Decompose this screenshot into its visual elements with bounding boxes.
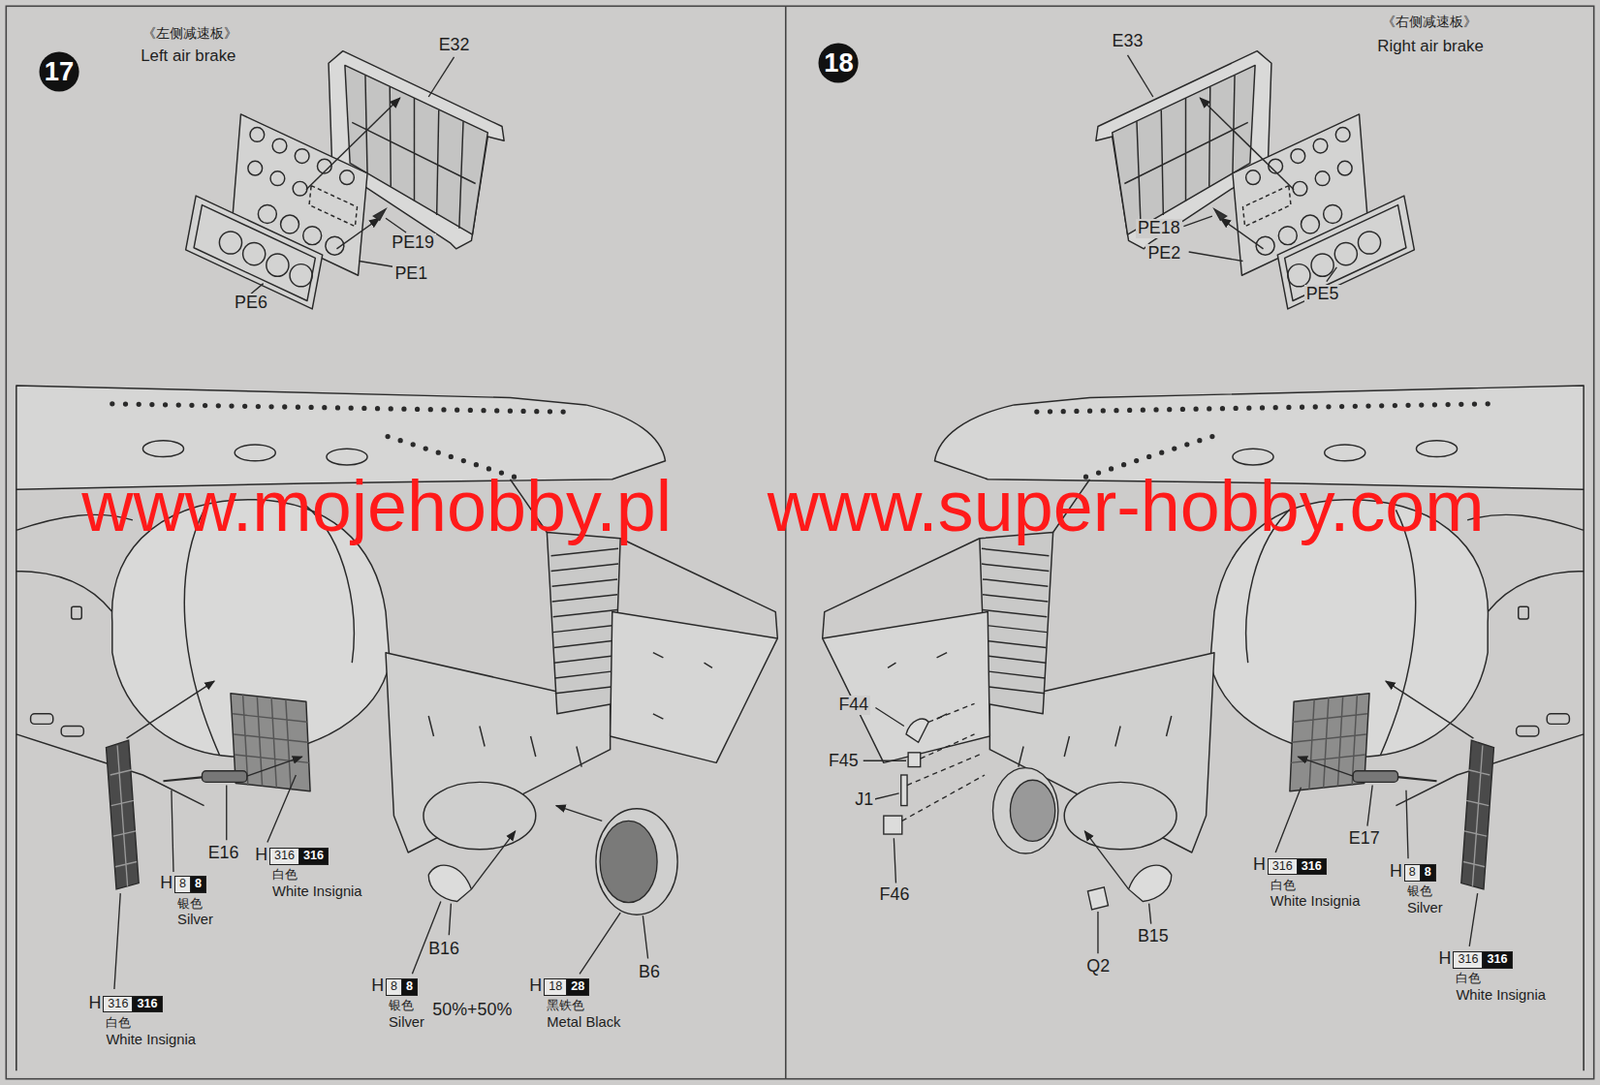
part-number: B15 bbox=[1135, 927, 1171, 947]
part-number: PE6 bbox=[232, 293, 270, 314]
paint-code: 316 bbox=[1481, 951, 1512, 970]
color-name-zh: 白色 bbox=[1453, 972, 1483, 986]
color-name: White Insignia bbox=[1268, 893, 1363, 910]
paint-code: 316 bbox=[1296, 858, 1327, 877]
part-number: E17 bbox=[1347, 829, 1382, 849]
color-name-zh: 黑铁色 bbox=[544, 999, 587, 1013]
color-name: White Insignia bbox=[1453, 987, 1548, 1004]
paint-prefix: H bbox=[527, 976, 544, 997]
paint-code: 8 bbox=[401, 978, 418, 997]
part-number: Left air brake bbox=[138, 47, 238, 66]
color-name-zh: 白色 bbox=[1268, 878, 1298, 893]
step-number: 17 bbox=[38, 51, 80, 93]
step-number-text: 18 bbox=[817, 42, 859, 84]
paint-code: 316 bbox=[1267, 858, 1298, 877]
paint-code: 8 bbox=[1404, 864, 1421, 882]
paint-prefix: H bbox=[252, 846, 270, 866]
paint-code: 316 bbox=[269, 847, 300, 866]
section-title-zh: 《右侧减速板》 bbox=[1380, 14, 1479, 30]
watermark: www.mojehobby.pl bbox=[81, 470, 672, 543]
part-number: B16 bbox=[426, 940, 462, 960]
color-name-zh: 白色 bbox=[270, 868, 300, 882]
color-name-zh: 银色 bbox=[175, 897, 205, 911]
paint-code: 8 bbox=[174, 876, 191, 894]
watermark: www.super-hobby.com bbox=[767, 470, 1485, 543]
paint-code: 8 bbox=[1419, 864, 1437, 882]
part-number: PE5 bbox=[1304, 284, 1342, 305]
paint-prefix: H bbox=[1387, 862, 1405, 882]
color-name: White Insignia bbox=[270, 883, 365, 900]
part-number: F45 bbox=[826, 752, 861, 772]
color-name: Silver bbox=[175, 911, 216, 928]
paint-prefix: H bbox=[1437, 949, 1454, 970]
part-number: J1 bbox=[852, 790, 876, 811]
paint-prefix: H bbox=[86, 994, 103, 1014]
part-number: PE1 bbox=[392, 264, 430, 284]
part-number: E32 bbox=[437, 35, 472, 56]
part-number: PE2 bbox=[1145, 244, 1183, 264]
paint-code: 8 bbox=[385, 978, 403, 997]
paint-code: 28 bbox=[565, 978, 590, 997]
color-name-zh: 银色 bbox=[386, 999, 416, 1013]
color-name: Silver bbox=[386, 1014, 427, 1031]
part-number: Q2 bbox=[1084, 957, 1112, 977]
paint-code: 316 bbox=[1452, 951, 1483, 970]
paint-prefix: H bbox=[1251, 855, 1268, 876]
part-number: E16 bbox=[206, 844, 242, 864]
paint-code: 8 bbox=[189, 876, 207, 894]
color-name-zh: 白色 bbox=[103, 1016, 133, 1031]
color-name-zh: 银色 bbox=[1405, 884, 1435, 899]
part-number: Right air brake bbox=[1375, 37, 1485, 57]
paint-prefix: H bbox=[157, 874, 175, 894]
part-number: PE19 bbox=[389, 233, 437, 253]
paint-code: 316 bbox=[102, 996, 133, 1014]
part-number: PE18 bbox=[1135, 219, 1183, 239]
part-number: E33 bbox=[1110, 31, 1146, 52]
paint-code: 18 bbox=[543, 978, 567, 997]
part-number: 50%+50% bbox=[430, 1001, 514, 1021]
color-name: Metal Black bbox=[544, 1014, 623, 1031]
section-title-zh: 《左侧减速板》 bbox=[140, 26, 240, 41]
paint-code: 316 bbox=[131, 996, 162, 1014]
part-number: F46 bbox=[878, 885, 912, 906]
part-number: F44 bbox=[836, 695, 871, 716]
color-name: Silver bbox=[1405, 900, 1445, 916]
part-number: B6 bbox=[636, 963, 662, 983]
color-name: White Insignia bbox=[103, 1032, 198, 1048]
paint-prefix: H bbox=[369, 976, 386, 997]
paint-code: 316 bbox=[298, 847, 329, 866]
step-number-text: 17 bbox=[38, 51, 80, 93]
step-number: 18 bbox=[817, 42, 859, 84]
